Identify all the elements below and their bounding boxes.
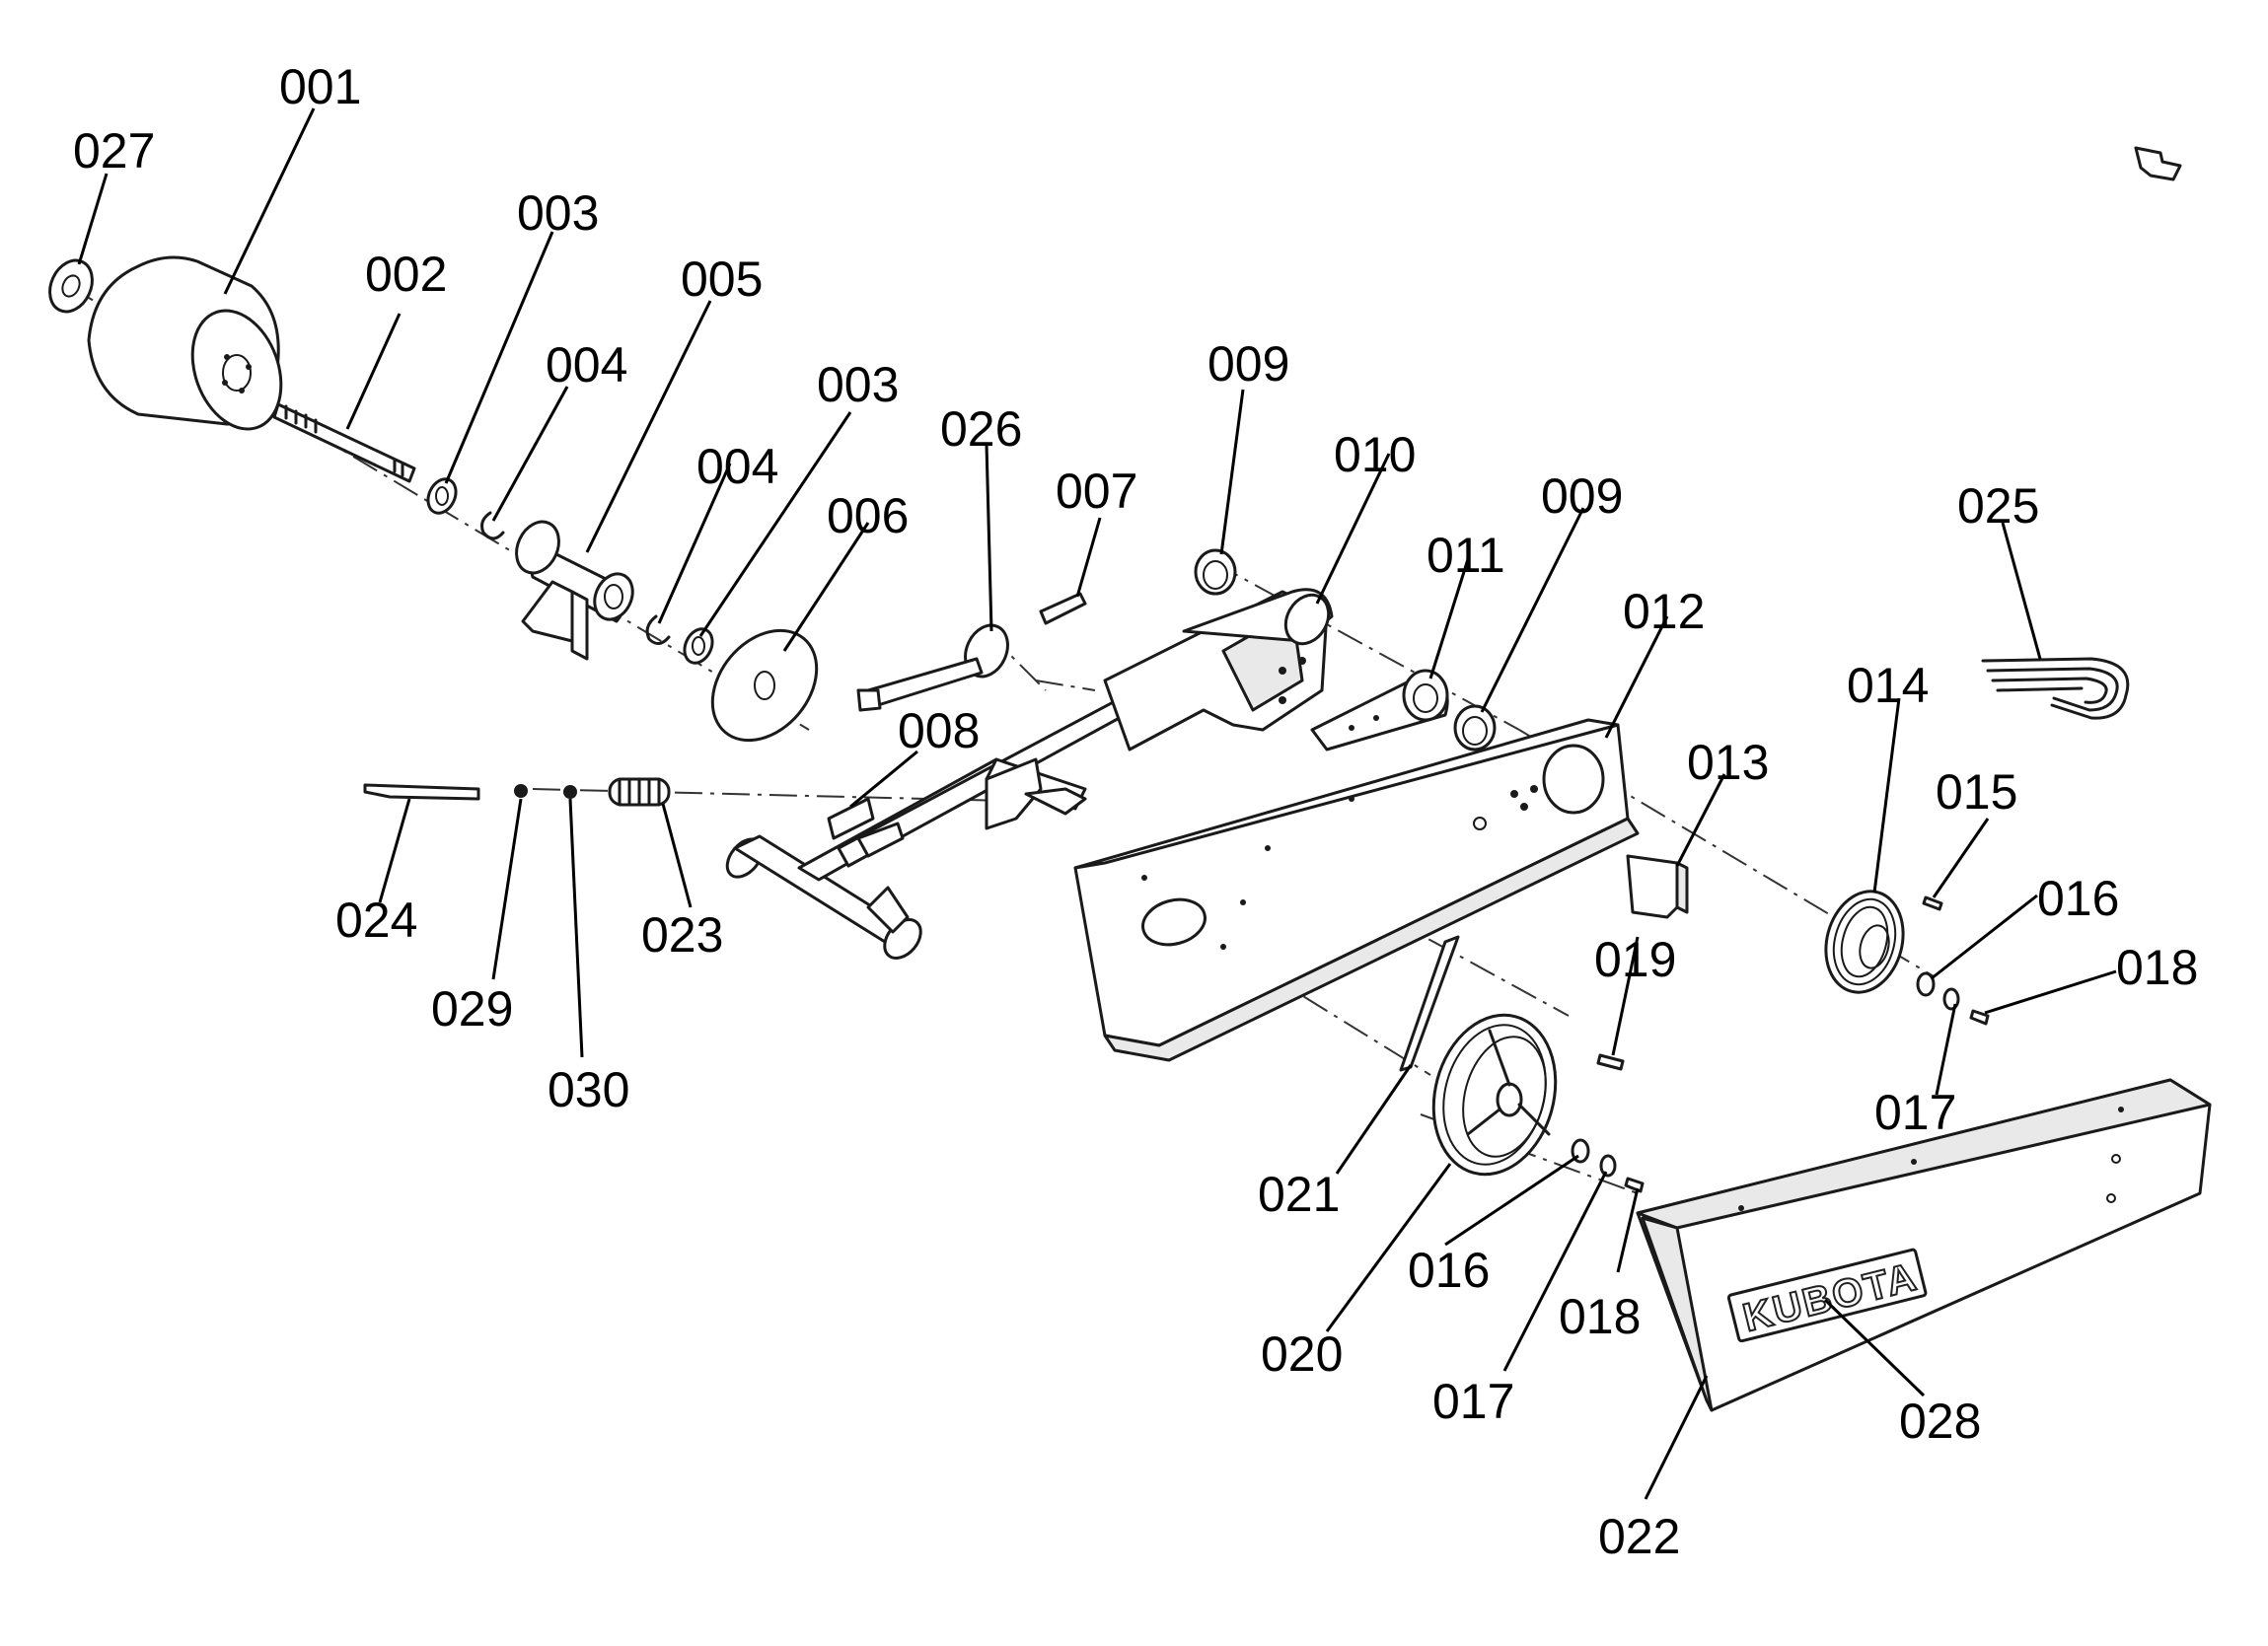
part-029-ball [514,784,528,798]
label-029: 029 [431,981,513,1037]
label-009-a: 009 [1207,336,1289,392]
part-013-bracket [1626,854,1689,919]
label-025: 025 [1957,478,2039,534]
part-003-bearing-a [426,477,458,515]
label-011: 011 [1427,528,1505,583]
label-006: 006 [827,488,909,543]
label-026: 026 [940,401,1022,457]
label-005: 005 [681,251,763,307]
label-020: 020 [1261,1326,1343,1382]
part-008-bracket [827,797,905,858]
label-015: 015 [1936,764,2017,820]
part-016-washer-a [1916,971,1936,997]
label-030: 030 [548,1062,629,1117]
label-004-b: 004 [696,439,778,494]
part-030-ball [563,785,577,799]
label-018-b: 018 [1559,1289,1641,1344]
label-002: 002 [365,247,447,302]
part-024-pin [363,783,480,801]
label-016-b: 016 [1408,1243,1490,1298]
label-022: 022 [1598,1509,1680,1564]
label-019: 019 [1594,932,1676,987]
nav-arrow-icon[interactable] [2134,146,2182,181]
part-011-link [1310,669,1449,751]
part-025-belt [1981,657,2130,720]
part-019-bolt [1596,1053,1625,1071]
part-012-side-frame [1073,718,1640,1062]
label-013: 013 [1687,735,1769,790]
part-003-bearing-b [683,627,714,665]
label-023: 023 [641,907,723,963]
main-frame [725,588,1334,960]
part-026-lever [856,623,1009,712]
label-027: 027 [73,123,155,179]
label-008: 008 [898,703,980,758]
label-021: 021 [1258,1167,1340,1222]
part-004-circlip-a [480,511,505,540]
label-003-b: 003 [817,357,899,412]
label-004-a: 004 [546,337,627,393]
label-012: 012 [1623,584,1705,639]
part-006-disc [710,628,819,743]
label-017-b: 017 [1432,1374,1514,1429]
part-015-key [1922,895,1943,911]
label-018-a: 018 [2116,940,2198,995]
part-labels: 001 027 002 003 005 004 003 004 006 026 … [73,59,2198,1564]
label-028: 028 [1899,1394,1981,1449]
label-003-a: 003 [517,185,599,241]
part-020-wheel [1431,1013,1558,1177]
label-007: 007 [1056,464,1137,519]
part-002-shaft [272,402,416,483]
part-017-washer-b [1599,1154,1617,1178]
label-009-b: 009 [1541,468,1623,524]
part-018-bolt-a [1969,1009,1990,1026]
label-024: 024 [335,893,417,948]
part-001-roller [87,255,283,431]
part-005-housing [515,520,634,661]
part-004-circlip-b [645,614,671,645]
label-016-a: 016 [2037,871,2119,926]
label-014: 014 [1847,658,1929,713]
part-014-pulley [1824,890,1905,994]
part-009-bushing-b [1453,704,1497,751]
label-017-a: 017 [1874,1085,1956,1140]
leader-lines [77,107,2117,1500]
part-023-spring [608,777,671,807]
label-001: 001 [279,59,361,114]
label-010: 010 [1334,427,1416,482]
part-009-bushing-a [1194,548,1237,596]
part-018-bolt-b [1624,1177,1645,1193]
part-007-plate [1039,592,1087,625]
part-027-flange [48,258,94,314]
